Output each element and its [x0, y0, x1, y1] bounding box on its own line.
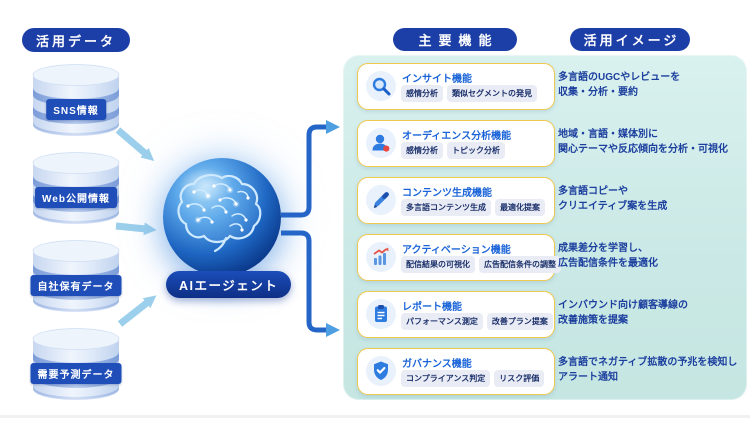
- report-icon: [366, 299, 396, 329]
- feature-tag: 感情分析: [401, 85, 443, 102]
- datasource-cylinder-forecast: 需要予測データ: [30, 328, 122, 402]
- function-title: オーディエンス分析機能: [402, 131, 512, 142]
- datasource-cylinder-web: Web公開情報: [32, 152, 120, 226]
- datasource-cylinder-internal: 自社保有データ: [30, 240, 122, 314]
- function-title: レポート機能: [402, 302, 462, 313]
- ai-brain-sphere: [163, 158, 281, 276]
- function-title: インサイト機能: [402, 74, 472, 85]
- function-card-insight: インサイト機能 感情分析 類似セグメントの発見: [357, 63, 555, 110]
- function-card-audience: オーディエンス分析機能 感情分析 トピック分析: [357, 120, 555, 167]
- datasource-label: 自社保有データ: [30, 275, 122, 296]
- audience-icon: [366, 128, 396, 158]
- feature-tags: 配信結果の可視化 広告配信条件の調整: [401, 256, 561, 273]
- usage-line: クリエイティブ案を生成: [558, 201, 668, 212]
- usage-description: 地域・言語・媒体別に 関心テーマや反応傾向を分析・可視化: [558, 127, 744, 157]
- shield-icon: [366, 356, 396, 386]
- data-flow-arrows: [115, 127, 157, 327]
- usage-line: 広告配信条件を最適化: [558, 258, 658, 269]
- usage-description: 多言語のUGCやレビューを 収集・分析・要約: [558, 70, 744, 100]
- feature-tags: コンプライアンス判定 リスク評価: [401, 370, 545, 387]
- function-title: ガバナンス機能: [402, 359, 472, 370]
- feature-tags: 感情分析 トピック分析: [401, 142, 505, 159]
- function-card-report: レポート機能 パフォーマンス測定 改善プラン提案: [357, 291, 555, 338]
- feature-tag: 多言語コンテンツ生成: [401, 199, 491, 216]
- pencil-icon: [366, 185, 396, 215]
- usage-line: 関心テーマや反応傾向を分析・可視化: [558, 144, 728, 155]
- feature-tag: 感情分析: [401, 142, 443, 159]
- usage-description: 多言語でネガティブ拡散の予兆を検知し アラート通知: [558, 355, 744, 385]
- function-connectors: [281, 120, 340, 337]
- feature-tag: 広告配信条件の調整: [479, 256, 561, 273]
- usage-line: 多言語でネガティブ拡散の予兆を検知し: [558, 357, 738, 368]
- feature-tag: 類似セグメントの発見: [447, 85, 537, 102]
- feature-tags: パフォーマンス測定 改善プラン提案: [401, 313, 553, 330]
- feature-tag: 配信結果の可視化: [401, 256, 475, 273]
- feature-tags: 感情分析 類似セグメントの発見: [401, 85, 537, 102]
- usage-image-header: 活用イメージ: [570, 28, 690, 51]
- feature-tag: パフォーマンス測定: [401, 313, 483, 330]
- usage-line: 地域・言語・媒体別に: [558, 129, 658, 140]
- ai-agent-label: AIエージェント: [166, 271, 292, 298]
- usage-line: アラート通知: [558, 372, 618, 383]
- usage-line: 改善施策を提案: [558, 315, 628, 326]
- feature-tag: リスク評価: [494, 370, 545, 387]
- usage-line: 収集・分析・要約: [558, 87, 638, 98]
- function-card-governance: ガバナンス機能 コンプライアンス判定 リスク評価: [357, 348, 555, 395]
- datasource-label: SNS情報: [46, 99, 106, 120]
- feature-tag: トピック分析: [447, 142, 505, 159]
- functions-panel: インサイト機能 感情分析 類似セグメントの発見 多言語のUGCやレビューを 収集…: [343, 55, 747, 400]
- usage-line: インバウンド向け顧客導線の: [558, 300, 688, 311]
- main-functions-header: 主要機能: [393, 28, 517, 51]
- search-icon: [366, 71, 396, 101]
- usage-line: 多言語のUGCやレビューを: [558, 72, 681, 83]
- function-card-activation: アクティベーション機能 配信結果の可視化 広告配信条件の調整: [357, 234, 561, 281]
- usage-line: 多言語コピーや: [558, 186, 628, 197]
- datasource-label: 需要予測データ: [30, 363, 122, 384]
- function-title: アクティベーション機能: [402, 245, 511, 256]
- datasource-label: Web公開情報: [35, 187, 117, 208]
- datasource-cylinder-sns: SNS情報: [32, 64, 120, 138]
- function-card-content: コンテンツ生成機能 多言語コンテンツ生成 最適化提案: [357, 177, 555, 224]
- feature-tags: 多言語コンテンツ生成 最適化提案: [401, 199, 545, 216]
- feature-tag: 改善プラン提案: [486, 313, 553, 330]
- brain-circuit-icon: [177, 174, 262, 253]
- arrow-down-right-head: [326, 323, 340, 337]
- usage-description: 多言語コピーや クリエイティブ案を生成: [558, 184, 744, 214]
- page-divider: [0, 415, 750, 418]
- usage-description: インバウンド向け顧客導線の 改善施策を提案: [558, 298, 744, 328]
- data-sources-header: 活用データ: [22, 28, 130, 52]
- feature-tag: 最適化提案: [495, 199, 545, 216]
- arrow-up-right-head: [326, 120, 340, 134]
- usage-description: 成果差分を学習し、 広告配信条件を最適化: [558, 241, 744, 271]
- usage-line: 成果差分を学習し、: [558, 243, 648, 254]
- chart-icon: [366, 242, 396, 272]
- feature-tag: コンプライアンス判定: [401, 370, 491, 387]
- function-title: コンテンツ生成機能: [402, 188, 492, 199]
